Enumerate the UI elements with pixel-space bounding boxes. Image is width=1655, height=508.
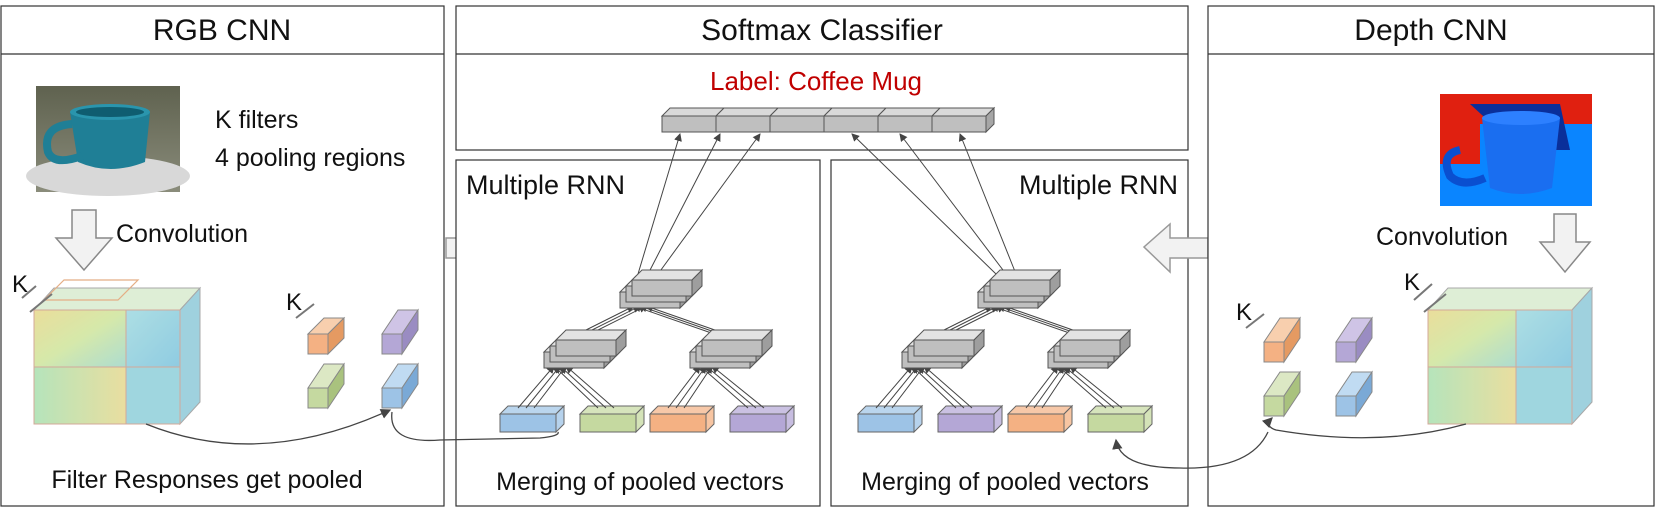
rnn-tree-right [851, 133, 1154, 434]
tree-edge [923, 365, 973, 409]
depth-mug-image [1440, 94, 1592, 206]
tree-edge [899, 133, 1007, 275]
depth-pooled-vector-blue [1335, 370, 1373, 418]
depth-filter-cube [1426, 286, 1594, 426]
rnn-right-frame [830, 159, 1189, 507]
leaf-vector [936, 404, 1004, 434]
softmax-unit [876, 107, 942, 133]
depth-to-rnn-arrow [1142, 222, 1209, 274]
tree-edge [851, 133, 997, 275]
convolution-down-arrow [54, 209, 114, 272]
rgb-panel-title: RGB CNN [153, 14, 291, 47]
k-depth-arrow-icon [21, 285, 53, 313]
predicted-label: Label: Coffee Mug [710, 66, 922, 96]
depth-cnn-panel: Depth CNN Convolution K K [1207, 5, 1655, 507]
softmax-unit [660, 107, 726, 133]
rnn-right-title: Multiple RNN [1019, 170, 1178, 200]
rgb-cnn-panel: RGB CNN K filters 4 pooling regions Conv… [0, 5, 445, 507]
tree-edge [1025, 365, 1059, 409]
depth-panel-title: Depth CNN [1354, 14, 1507, 47]
depth-k-arrow-icon [1413, 283, 1447, 313]
pooling-regions-label: 4 pooling regions [215, 144, 405, 172]
softmax-unit [822, 107, 888, 133]
tree-edge [647, 133, 721, 275]
rnn-right-caption: Merging of pooled vectors [861, 468, 1149, 496]
tree-edge [1069, 365, 1123, 409]
softmax-unit [930, 106, 996, 134]
rgb-caption: Filter Responses get pooled [51, 466, 362, 494]
rnn-left-caption: Merging of pooled vectors [496, 468, 784, 496]
depth-pooling-connector [1261, 417, 1467, 439]
rgb-convolution-label: Convolution [116, 220, 248, 248]
leaf-vector [1006, 404, 1074, 434]
rgb-pooled-vector-orange [306, 316, 346, 356]
leaf-vector [578, 404, 646, 434]
tree-edge [565, 365, 615, 409]
rgb-panel-frame [0, 5, 445, 507]
rnn-left-title: Multiple RNN [466, 170, 625, 200]
rnn-root-node [630, 268, 704, 298]
rgb-k-small-label: K [286, 289, 302, 316]
softmax-output-vector [660, 106, 996, 134]
depth-convolution-down-arrow [1538, 213, 1592, 274]
rgb-pooled-vector-purple [381, 308, 419, 356]
depth-to-leaf-connector [1112, 431, 1269, 469]
rnn-merge-node [1058, 328, 1132, 358]
softmax-panel: Softmax Classifier Label: Coffee Mug [455, 5, 1189, 151]
rnn-trees [498, 133, 1154, 434]
softmax-unit [714, 107, 780, 133]
depth-pooled-vector-green [1263, 370, 1301, 418]
tree-edge [637, 133, 682, 275]
depth-pooled-vector-purple [1335, 316, 1373, 364]
depth-convolution-label: Convolution [1376, 223, 1508, 251]
rgb-pooled-vector-blue [381, 362, 419, 410]
depth-k-small-label: K [1236, 299, 1252, 326]
tree-edge [667, 365, 701, 409]
tree-edge [657, 133, 761, 275]
depth-k-small-arrow-icon [1245, 313, 1265, 329]
softmax-panel-title: Softmax Classifier [701, 14, 943, 47]
rnn-tree-left [498, 133, 796, 434]
leaf-vector [856, 404, 924, 434]
rgb-mug-image [26, 86, 190, 196]
depth-pooled-vector-orange [1263, 316, 1301, 364]
depth-k-big-label: K [1404, 269, 1420, 296]
leaf-vector [648, 404, 716, 434]
leaf-vector [1086, 404, 1154, 434]
k-filters-label: K filters [215, 106, 298, 134]
rnn-merge-node [912, 328, 986, 358]
rnn-right-panel: Multiple RNN Merging of pooled vectors [830, 159, 1189, 507]
leaf-vector [498, 404, 566, 434]
rgb-to-leaf-connector [391, 411, 559, 442]
rgb-filter-cube [32, 279, 202, 426]
k-small-arrow-icon [295, 303, 315, 319]
leaf-vector [728, 404, 796, 434]
rgb-k-big-label: K [12, 271, 28, 298]
tree-edge [517, 365, 555, 409]
softmax-unit [768, 107, 834, 133]
tree-edge [711, 365, 765, 409]
tree-edge [958, 133, 1017, 275]
rgb-pooled-vector-green [307, 362, 345, 410]
tree-edge [875, 365, 913, 409]
rnn-merge-node [700, 328, 774, 358]
rnn-root-node [988, 268, 1062, 298]
pooling-connector [145, 409, 392, 445]
depth-panel-frame [1207, 5, 1655, 507]
rnn-merge-node [554, 328, 628, 358]
